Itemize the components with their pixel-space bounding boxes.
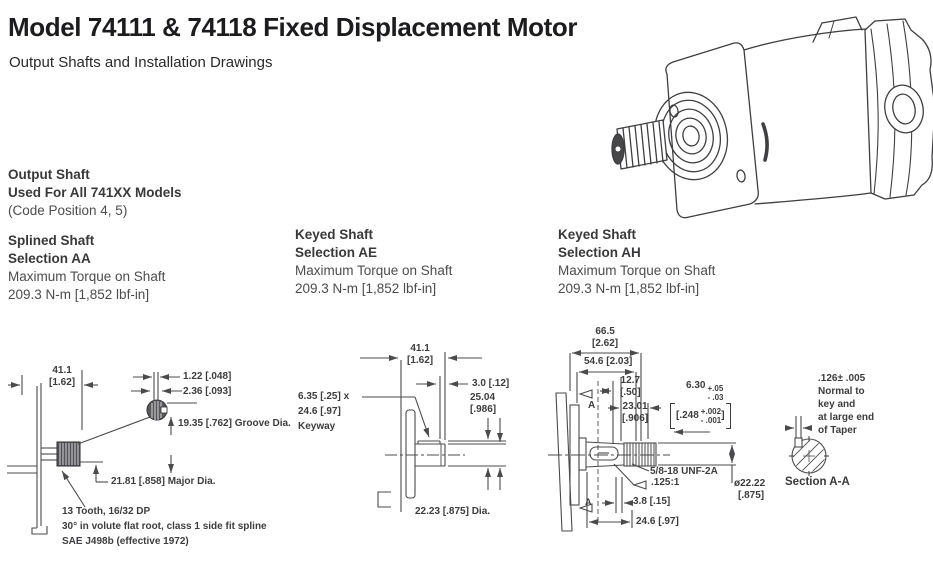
- drawing-splined-shaft-aa: 41.1[1.62] 1.22 [.048] 2.36 [.093] 19.35…: [5, 360, 291, 570]
- motor-rear-housing: [864, 18, 933, 200]
- ah-dim-shaft-length: 24.6 [.97]: [636, 516, 679, 527]
- ae-dim-diameter: 22.23 [.875] Dia.: [415, 506, 491, 517]
- section-aa-caption: Section A-A: [785, 476, 850, 488]
- ah-title-1: Keyed Shaft: [558, 227, 637, 242]
- aa-torque-value: 209.3 N-m [1,852 lbf-in]: [8, 287, 150, 302]
- ah-dim-key-depth: 12.7[.50]: [620, 375, 641, 398]
- aa-dim-groove-dia: 19.35 [.762] Groove Dia.: [178, 418, 291, 429]
- ae-dim-step: 3.0 [.12]: [472, 378, 510, 389]
- ae-keyway-label: 6.35 [.25] x 24.6 [.97] Keyway: [298, 391, 350, 432]
- intro-line-2: Used For All 741XX Models: [8, 185, 182, 200]
- intro-block: Output Shaft Used For All 741XX Models (…: [8, 166, 182, 220]
- motor-bolt-hole: [736, 169, 746, 183]
- section-aa-note: .126± .005 Normal to key and at large en…: [818, 373, 875, 436]
- ae-title-1: Keyed Shaft: [295, 227, 374, 242]
- aa-title-1: Splined Shaft: [8, 233, 95, 248]
- section-header-aa: Splined Shaft Selection AA Maximum Torqu…: [8, 232, 165, 304]
- ah-linework: [548, 350, 736, 532]
- section-aa-linework: [785, 416, 829, 476]
- ah-torque-value: 209.3 N-m [1,852 lbf-in]: [558, 281, 700, 296]
- motor-top-bracket: [812, 16, 863, 43]
- ah-dim-overall: 66.5[2.62]: [592, 326, 619, 349]
- intro-line-3: (Code Position 4, 5): [8, 203, 128, 218]
- motor-port-ring: [884, 84, 924, 134]
- section-header-ae: Keyed Shaft Selection AE Maximum Torque …: [295, 226, 452, 298]
- aa-dim-tooth-width: 1.22 [.048]: [183, 371, 232, 382]
- intro-line-1: Output Shaft: [8, 167, 90, 182]
- ah-dim-key-length: 23.01[.906]: [622, 401, 649, 424]
- aa-torque-label: Maximum Torque on Shaft: [8, 269, 166, 284]
- ae-dim-over-keyway: 25.04[.986]: [470, 392, 497, 415]
- ah-section-label-top: A: [588, 400, 596, 411]
- aa-title-2: Selection AA: [8, 251, 91, 266]
- ae-title-2: Selection AE: [295, 245, 378, 260]
- section-header-ah: Keyed Shaft Selection AH Maximum Torque …: [558, 226, 715, 298]
- ah-dim-flange-to-end: 54.6 [2.03]: [584, 356, 633, 367]
- motor-isometric-illustration: [611, 16, 933, 219]
- drawing-keyed-shaft-ae: 41.1[1.62] 3.0 [.12] 25.04[.986] 6.35 [.…: [290, 340, 545, 535]
- aa-linework: [7, 370, 197, 535]
- ah-section-label-bottom: A: [585, 497, 592, 507]
- section-aa-view: .126± .005 Normal to key and at large en…: [782, 368, 933, 500]
- page-title: Model 74111 & 74118 Fixed Displacement M…: [8, 12, 578, 42]
- ah-dim-taper-length: 3.8 [.15]: [633, 496, 671, 507]
- ae-linework: [360, 352, 506, 512]
- aa-dim-length: 41.1[1.62]: [49, 365, 76, 388]
- ah-title-2: Selection AH: [558, 245, 641, 260]
- ah-thread-label: 5/8-18 UNF-2A: [650, 466, 718, 477]
- ah-taper-label: .125:1: [651, 477, 680, 488]
- ae-dim-length: 41.1[1.62]: [407, 343, 434, 366]
- outer-bracket-open: [670, 403, 675, 429]
- motor-body: [743, 28, 866, 51]
- outer-bracket-close: [725, 403, 731, 429]
- ae-torque-label: Maximum Torque on Shaft: [295, 263, 453, 278]
- page-subtitle: Output Shafts and Installation Drawings: [9, 54, 273, 71]
- ah-dim-key-width: 6.30+.05- .03 [.248+.002- .001]: [670, 380, 731, 429]
- drawing-keyed-shaft-ah: 66.5[2.62] 54.6 [2.03] 12.7[.50] 23.01[.…: [548, 325, 783, 553]
- ah-dim-diameter: ø22.22[.875]: [734, 478, 766, 501]
- motor-splined-shaft: [611, 119, 668, 170]
- ae-torque-value: 209.3 N-m [1,852 lbf-in]: [295, 281, 437, 296]
- aa-dim-major-dia: 21.81 [.858] Major Dia.: [111, 476, 216, 487]
- ah-torque-label: Maximum Torque on Shaft: [558, 263, 716, 278]
- aa-dim-tooth-space: 2.36 [.093]: [183, 386, 232, 397]
- aa-note-spline: 13 Tooth, 16/32 DP 30° in volute flat ro…: [62, 506, 267, 547]
